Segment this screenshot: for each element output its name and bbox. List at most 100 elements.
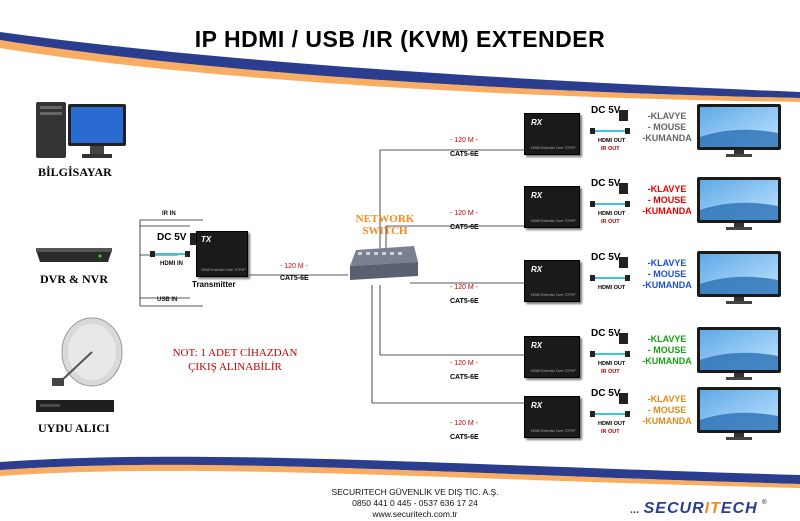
brand-mark: ® (762, 500, 767, 506)
kvm-remote: -KUMANDA (642, 280, 692, 290)
rx-dc-label: DC 5V (591, 388, 621, 399)
kvm-remote: -KUMANDA (642, 356, 692, 366)
tv-monitor-icon (697, 177, 781, 230)
hdmi-out-label: HDMI OUT (598, 421, 626, 427)
rx-sub: HDMI Extender Over TCP/IP (531, 429, 576, 433)
brand-prefix: ... (630, 504, 640, 516)
dvr-icon (36, 248, 112, 262)
rx-distance: - 120 M - (450, 137, 479, 144)
rx-tag: RX (531, 341, 543, 350)
switch-label: NETWORK SWITCH (345, 213, 425, 237)
rx-dc-label: DC 5V (591, 252, 621, 263)
kvm-mouse: - MOUSE (647, 405, 687, 415)
power-adapter-icon (619, 183, 628, 194)
brand-part-3: ECH (720, 500, 758, 517)
page-title: IP HDMI / USB /IR (KVM) EXTENDER (194, 26, 606, 52)
rx-cable: CAT5-6E (450, 374, 479, 381)
note-line-2: ÇIKIŞ ALINABİLİR (188, 361, 282, 373)
rx-tag: RX (531, 401, 543, 410)
transmitter-label: Transmitter (192, 280, 236, 289)
rx-cable: CAT5-6E (450, 298, 479, 305)
tv-monitor-icon (697, 387, 781, 440)
rx-distance: - 120 M - (450, 284, 479, 291)
ir-out-label: IR OUT (601, 219, 620, 225)
rx-dc-label: DC 5V (591, 105, 621, 116)
kvm-remote: -KUMANDA (642, 416, 692, 426)
hdmi-out-label: HDMI OUT (598, 361, 626, 367)
rx-cable: CAT5-6E (450, 224, 479, 231)
kvm-mouse: - MOUSE (647, 345, 687, 355)
tv-monitor-icon (697, 327, 781, 380)
rx-distance: - 120 M - (450, 360, 479, 367)
kvm-remote: -KUMANDA (642, 206, 692, 216)
brand-part-2: IT (704, 500, 721, 517)
kvm-remote: -KUMANDA (642, 133, 692, 143)
footer-company: SECURITECH GÜVENLİK VE DIŞ TİC. A.Ş. (331, 487, 499, 497)
trunk-distance: - 120 M - (280, 263, 309, 270)
usb-in-label: USB IN (157, 297, 178, 303)
power-adapter-icon (619, 110, 628, 121)
hdmi-cable-icon (590, 201, 630, 207)
receiver-box: RX HDMI Extender Over TCP/IP (524, 260, 580, 302)
receiver-box: RX HDMI Extender Over TCP/IP (524, 113, 580, 155)
switch-label-line-2: SWITCH (362, 225, 408, 237)
hdmi-cable-icon (590, 128, 630, 134)
ir-out-label: IR OUT (601, 146, 620, 152)
network-switch-icon (350, 246, 418, 280)
satellite-label: UYDU ALICI (38, 421, 110, 435)
ir-out-label: IR OUT (601, 429, 620, 435)
rx-distance: - 120 M - (450, 210, 479, 217)
kvm-list: -KLAVYE - MOUSE -KUMANDA (638, 394, 696, 427)
rx-dc-label: DC 5V (591, 178, 621, 189)
hdmi-cable-icon (590, 275, 630, 281)
power-adapter-icon (619, 393, 628, 404)
kvm-keyboard: -KLAVYE (647, 111, 687, 121)
footer-phones: 0850 441 0 445 - 0537 636 17 24 (352, 498, 478, 508)
footer-web[interactable]: www.securitech.com.tr (372, 509, 458, 519)
receiver-box: RX HDMI Extender Over TCP/IP (524, 336, 580, 378)
kvm-mouse: - MOUSE (647, 269, 687, 279)
hdmi-cable-icon (150, 251, 190, 257)
hdmi-out-label: HDMI OUT (598, 285, 626, 291)
power-adapter-icon (190, 233, 200, 245)
kvm-list: -KLAVYE - MOUSE -KUMANDA (638, 258, 696, 291)
kvm-keyboard: -KLAVYE (647, 184, 687, 194)
hdmi-out-label: HDMI OUT (598, 211, 626, 217)
transmitter-box: TX HDMI Extender Over TCP/IP (196, 231, 248, 277)
computer-icon (36, 102, 126, 158)
trunk-cable: CAT5-6E (280, 275, 309, 282)
kvm-keyboard: -KLAVYE (647, 394, 687, 404)
tx-tag: TX (201, 235, 212, 244)
receiver-box: RX HDMI Extender Over TCP/IP (524, 396, 580, 438)
hdmi-cable-icon (590, 351, 630, 357)
tv-monitor-icon (697, 251, 781, 304)
computer-label: BİLGİSAYAR (38, 165, 112, 179)
hdmi-out-label: HDMI OUT (598, 138, 626, 144)
rx-dc-label: DC 5V (591, 328, 621, 339)
rx-cable: CAT5-6E (450, 434, 479, 441)
rx-distance: - 120 M - (450, 420, 479, 427)
receiver-box: RX HDMI Extender Over TCP/IP (524, 186, 580, 228)
brand-name: SECURITECH (644, 500, 758, 517)
rx-sub: HDMI Extender Over TCP/IP (531, 369, 576, 373)
brand-part-1: SECUR (643, 500, 705, 517)
tx-sub: HDMI Extender Over TCP/IP (201, 268, 246, 272)
tv-monitor-icon (697, 104, 781, 157)
footer: SECURITECH GÜVENLİK VE DIŞ TİC. A.Ş. 085… (250, 487, 580, 520)
kvm-mouse: - MOUSE (647, 195, 687, 205)
rx-sub: HDMI Extender Over TCP/IP (531, 146, 576, 150)
ir-out-label: IR OUT (601, 369, 620, 375)
ir-in-label: IR IN (162, 211, 176, 217)
kvm-keyboard: -KLAVYE (647, 334, 687, 344)
kvm-list: -KLAVYE - MOUSE -KUMANDA (638, 111, 696, 144)
note: NOT: 1 ADET CİHAZDAN ÇIKIŞ ALINABİLİR (170, 346, 300, 374)
rx-cable: CAT5-6E (450, 151, 479, 158)
kvm-list: -KLAVYE - MOUSE -KUMANDA (638, 184, 696, 217)
satellite-dish-icon (36, 317, 123, 412)
rx-sub: HDMI Extender Over TCP/IP (531, 219, 576, 223)
kvm-list: -KLAVYE - MOUSE -KUMANDA (638, 334, 696, 367)
hdmi-in-label: HDMI IN (160, 261, 183, 267)
switch-label-line-1: NETWORK (355, 213, 415, 225)
tx-dc-label: DC 5V (157, 232, 187, 243)
